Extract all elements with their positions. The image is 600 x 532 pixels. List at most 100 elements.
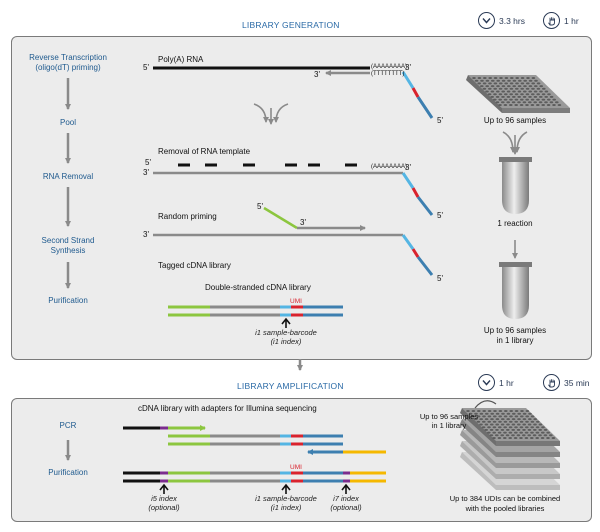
plate-well (538, 423, 543, 426)
plate-well (509, 82, 514, 85)
plate-well (509, 93, 513, 96)
pool-merge-arrows (253, 103, 289, 125)
stacked-plates-icon (460, 408, 560, 490)
plate-well (506, 412, 511, 415)
plate-well (525, 93, 530, 96)
plate-well (528, 79, 533, 82)
plate-well (530, 415, 535, 418)
plate-well (544, 90, 549, 93)
plate-well (495, 412, 500, 415)
plate-well (522, 434, 526, 437)
polya-rna-label: Poly(A) RNA (158, 55, 204, 64)
plate-well (517, 90, 522, 93)
plate-well (535, 437, 539, 439)
plate-well (525, 415, 529, 418)
plate-well (499, 82, 503, 85)
plate-well (536, 82, 541, 85)
stack-label-line2: in 1 library (431, 421, 467, 430)
plate-well (498, 98, 503, 101)
plate-well (527, 434, 531, 437)
random-primer (263, 206, 298, 230)
step-rna-removal: RNA Removal (42, 172, 94, 181)
template-strand-tail (401, 234, 434, 276)
pooled-library-line1: Up to 96 samples (483, 326, 547, 335)
plate-well (498, 420, 502, 423)
plate-well (477, 82, 482, 85)
plate-well (514, 93, 519, 96)
plate-well (485, 412, 489, 415)
plate-well (540, 437, 545, 439)
plate-well (530, 431, 534, 434)
random-priming-label: Random priming (158, 212, 217, 221)
plate-well (520, 98, 524, 101)
plate-well (531, 82, 535, 85)
plate-well (541, 98, 546, 101)
plate-well (488, 87, 492, 90)
plate-well (490, 95, 495, 98)
i5-index-label: i5 index (optional) (124, 494, 204, 512)
plate-well (522, 412, 527, 415)
ds-library-label: Double-stranded cDNA library (205, 283, 311, 292)
generation-hands-on-time: 1 hr (543, 12, 579, 29)
plate-well (536, 93, 540, 96)
plate-well (487, 420, 492, 423)
plate-well (484, 428, 489, 431)
plate-well (474, 412, 478, 415)
plate-well (512, 95, 516, 98)
plate-well (539, 90, 543, 93)
plate-well (500, 434, 505, 437)
plate-well (504, 77, 509, 79)
plate-well (507, 85, 511, 88)
step-second-strand-synthesis: Second Strand Synthesis (18, 236, 118, 256)
plate-well (520, 87, 524, 90)
plate-well (536, 420, 540, 423)
tagged-library-label: Tagged cDNA library (158, 261, 231, 270)
plate-well (517, 418, 521, 421)
polya-sequence: (AAAAAAAA) (371, 64, 408, 70)
plate-well (520, 410, 524, 412)
plate-well (515, 82, 519, 85)
i1-pointer-arrow (281, 317, 291, 328)
plate-well (514, 104, 518, 106)
plate-well (514, 410, 519, 412)
plate-well (522, 423, 526, 426)
stack-pointer-arrow (474, 400, 497, 409)
step-pcr: PCR (59, 421, 77, 430)
plate-well (506, 90, 511, 93)
step-reverse-transcription-line1: Reverse Transcription (29, 53, 107, 62)
amp-i1-line2: (i1 index) (270, 503, 302, 512)
plate-well (487, 410, 492, 412)
plate-well (493, 87, 498, 90)
plate-well (506, 95, 511, 98)
plate-well (471, 415, 476, 418)
pcr-template-strands (123, 425, 386, 455)
plate-well (496, 90, 500, 93)
plate-well (522, 418, 527, 421)
plate-well (546, 431, 550, 434)
plate-well (477, 410, 481, 412)
plate-well (542, 87, 546, 90)
plate-well (487, 415, 492, 418)
plate-well (517, 423, 521, 426)
plate-well (485, 85, 490, 88)
ds-cdna-library (168, 305, 343, 317)
plate-well (496, 79, 501, 82)
i1-barcode-line2: (i1 index) (270, 337, 302, 346)
amp-i1-line1: i1 sample-barcode (255, 494, 317, 503)
stack-label: Up to 96 samples in 1 library (416, 412, 482, 430)
plate-well (528, 85, 533, 88)
plate-well (528, 101, 532, 104)
primer-three-prime: 3' (314, 70, 320, 79)
plate-well (503, 431, 507, 434)
plate-well (525, 87, 530, 90)
i7-index-line1: i7 index (333, 494, 359, 503)
plate-well (487, 431, 491, 434)
plate-well (498, 426, 502, 429)
plate-well (519, 426, 524, 429)
template-tail-five-prime: 5' (437, 274, 443, 283)
plate-well (522, 95, 527, 98)
udi-label: Up to 384 UDIs can be combined with the … (430, 494, 580, 514)
step-amplification-purification: Purification (48, 468, 88, 477)
plate-well (472, 77, 476, 79)
